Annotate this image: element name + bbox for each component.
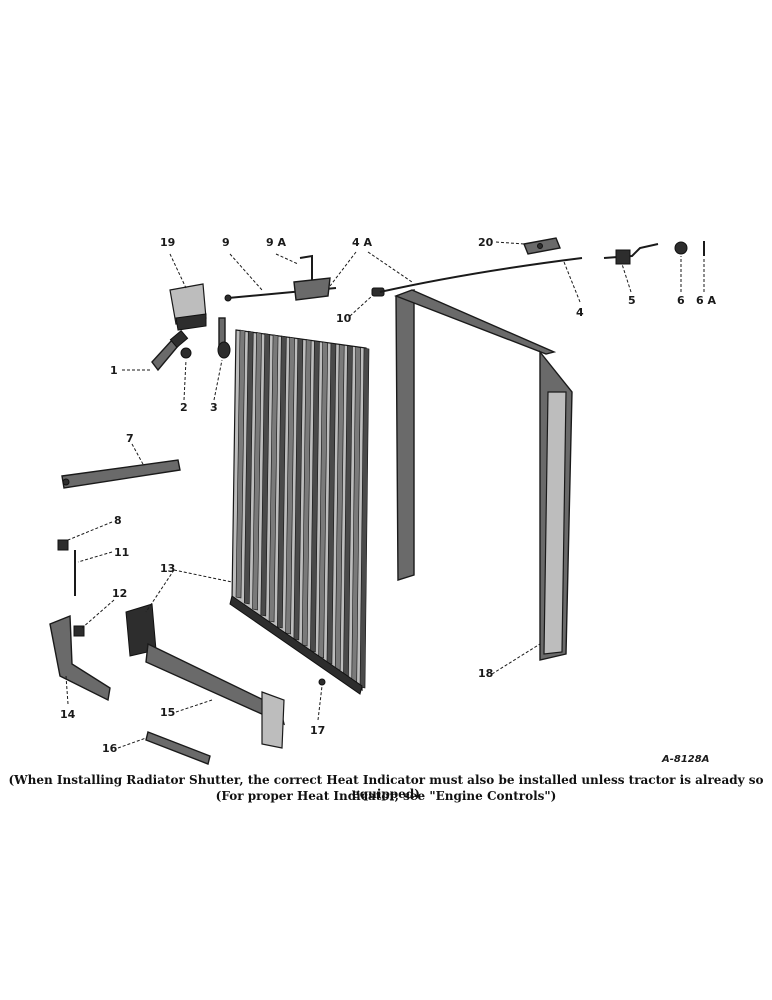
- part-15-support: [125, 603, 286, 749]
- label-10: 10: [336, 312, 352, 325]
- part-labels: 19 9 9 A 4 A 20 4 5 6 6 A 10 1 2 3 7 8 1…: [60, 236, 716, 755]
- part-2-nut: [180, 347, 192, 359]
- shutter-vane: [235, 329, 246, 599]
- part-3-crank-arm: [217, 317, 231, 359]
- shutter-vane: [252, 332, 262, 611]
- label-11: 11: [114, 546, 129, 559]
- label-9: 9: [222, 236, 230, 249]
- label-5: 5: [628, 294, 636, 307]
- leader-lines: [65, 241, 705, 749]
- part-13-shutter-vanes: [229, 329, 370, 695]
- label-6a: 6 A: [696, 294, 716, 307]
- shutter-vane: [318, 341, 328, 659]
- caption-line-2: (For proper Heat Indicator, see "Engine …: [215, 789, 557, 803]
- label-1: 1: [110, 364, 118, 377]
- part-20-clip: [523, 237, 561, 255]
- shutter-vane: [285, 336, 295, 635]
- label-12: 12: [112, 587, 127, 600]
- shutter-vane: [343, 345, 353, 677]
- part-1-pin: [151, 329, 189, 372]
- label-13: 13: [160, 562, 175, 575]
- label-9a: 9 A: [266, 236, 286, 249]
- shutter-vane: [359, 347, 370, 689]
- label-16: 16: [102, 742, 118, 755]
- label-8: 8: [114, 514, 122, 527]
- caption-line-1: (When Installing Radiator Shutter, the c…: [8, 773, 764, 801]
- part-17-bottom-rail: [318, 678, 326, 686]
- label-18: 18: [478, 667, 493, 680]
- part-16-strip: [145, 731, 211, 765]
- part-7-spacer-bar: [61, 459, 181, 489]
- shutter-vane: [301, 339, 312, 647]
- shutter-vane: [310, 340, 320, 653]
- part-12-nut: [73, 625, 85, 637]
- part-9a-rod-bracket: [293, 254, 331, 301]
- part-5-lever: [603, 243, 659, 265]
- label-15: 15: [160, 706, 175, 719]
- part-19-bracket: [169, 283, 207, 331]
- part-4-control-rod: [379, 257, 583, 293]
- label-20: 20: [478, 236, 494, 249]
- shutter-vane: [334, 344, 345, 671]
- label-7: 7: [126, 432, 134, 445]
- label-19: 19: [160, 236, 175, 249]
- part-8-clip: [57, 539, 69, 551]
- shutter-vane: [268, 334, 279, 623]
- part-6-knob: [674, 241, 688, 255]
- drawing-code: A-8128A: [661, 754, 709, 765]
- label-6: 6: [677, 294, 685, 307]
- part-18-shutter-frame: [394, 289, 573, 661]
- shutter-vane: [277, 335, 287, 629]
- label-2: 2: [180, 401, 188, 414]
- label-17: 17: [310, 724, 325, 737]
- label-14: 14: [60, 708, 76, 721]
- shutter-vane: [326, 342, 337, 665]
- part-14-bracket: [49, 614, 111, 702]
- label-4a: 4 A: [352, 236, 372, 249]
- shutter-vane: [243, 330, 254, 605]
- shutter-vane: [260, 333, 271, 617]
- label-3: 3: [210, 401, 218, 414]
- label-4: 4: [576, 306, 584, 319]
- shutter-vane: [293, 338, 304, 641]
